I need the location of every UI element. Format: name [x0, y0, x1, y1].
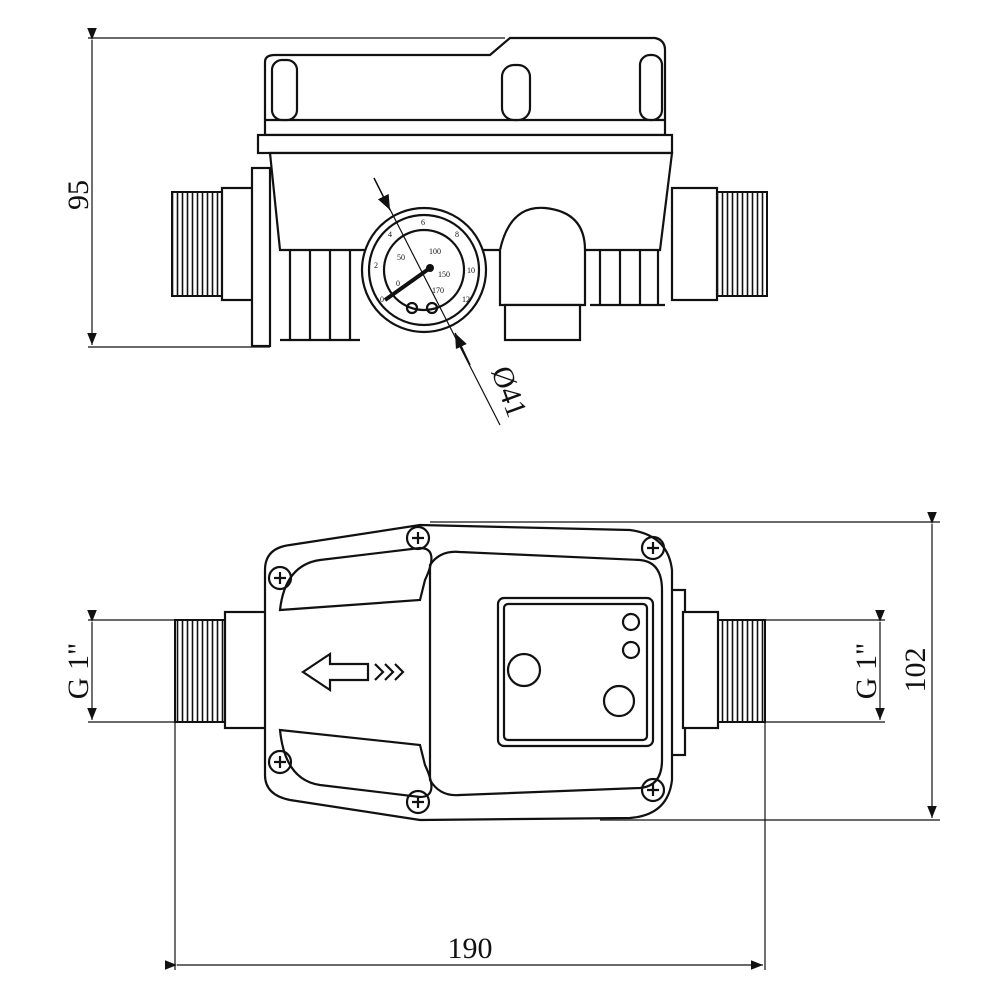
side-view: 95: [62, 28, 768, 426]
gauge-inner-170: 170: [432, 286, 444, 295]
gauge-outer-10: 10: [467, 266, 475, 275]
gauge-inner-0: 0: [396, 279, 400, 288]
dim-height: 95: [62, 180, 95, 210]
gauge-outer-8: 8: [455, 230, 459, 239]
gauge-outer-6: 6: [421, 218, 425, 227]
dim-thread-left: G 1": [62, 643, 95, 699]
gauge-outer-0: 0: [380, 295, 384, 304]
dim-width: 102: [899, 648, 932, 693]
dim-gauge-diameter: Ø41: [485, 362, 534, 422]
dim-thread-right: G 1": [850, 643, 883, 699]
pressure-gauge: 0 2 4 6 8 10 12 0 50 100 150 170: [360, 206, 488, 334]
gauge-inner-100: 100: [429, 247, 441, 256]
gauge-outer-12: 12: [462, 295, 470, 304]
gauge-inner-50: 50: [397, 253, 405, 262]
gauge-inner-150: 150: [438, 270, 450, 279]
top-view: 102 G 1" G 1": [62, 512, 940, 970]
screw-icons: [267, 525, 666, 815]
flow-arrow-icon: [301, 651, 370, 693]
gauge-outer-4: 4: [388, 230, 392, 239]
chevrons-icon: [374, 663, 405, 681]
dim-length: 190: [448, 932, 493, 965]
gauge-outer-2: 2: [374, 261, 378, 270]
